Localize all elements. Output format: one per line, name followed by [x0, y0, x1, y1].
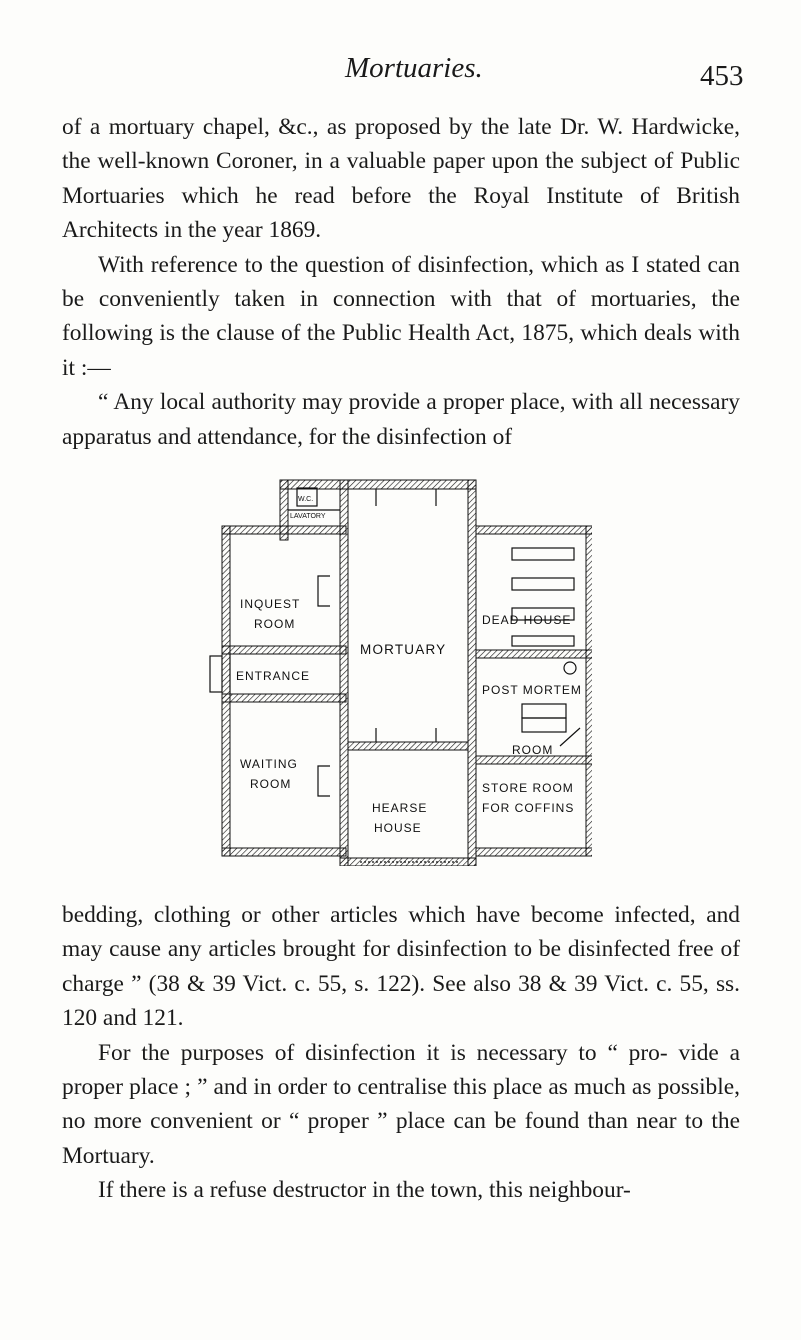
paragraph: With reference to the question of disinf… [62, 251, 740, 381]
hearse-house-label: HEARSE [372, 801, 427, 815]
store-room-label: FOR COFFINS [482, 801, 574, 815]
running-title: Mortuaries. [345, 52, 483, 84]
page-header: Mortuaries. 453 [0, 52, 801, 92]
post-mortem-room-label: ROOM [512, 743, 553, 757]
wc-label: W.C. [298, 496, 313, 503]
paragraph: If there is a refuse destructor in the t… [98, 1177, 631, 1204]
waiting-room-label: ROOM [250, 777, 291, 791]
dead-house-label: DEAD HOUSE [482, 613, 571, 627]
post-mortem-label: POST MORTEM [482, 683, 582, 697]
top-text-block: of a mortuary chapel, &c., as proposed b… [62, 110, 740, 454]
paragraph: of a mortuary chapel, &c., as proposed b… [62, 114, 740, 244]
lavatory-label: LAVATORY [290, 513, 326, 520]
page-number: 453 [700, 60, 744, 92]
paragraph: “ Any local authority may provide a prop… [62, 389, 740, 450]
inquest-room-label: INQUEST [240, 597, 300, 611]
store-room-label: STORE ROOM [482, 781, 574, 795]
mortuary-label: MORTUARY [360, 642, 446, 657]
entrance-label: ENTRANCE [236, 669, 310, 683]
bottom-text-block: bedding, clothing or other articles whic… [62, 898, 740, 1208]
paragraph: For the purposes of disinfection it is n… [62, 1039, 740, 1169]
waiting-room-label: WAITING [240, 757, 298, 771]
floor-plan-figure: W.C. LAVATORY INQUEST ROOM ENTRANCE WAIT… [200, 466, 595, 871]
floor-plan: W.C. LAVATORY INQUEST ROOM ENTRANCE WAIT… [209, 479, 595, 867]
inquest-room-label: ROOM [254, 617, 295, 631]
hearse-house-label: HOUSE [374, 821, 422, 835]
paragraph: bedding, clothing or other articles whic… [62, 902, 740, 1032]
